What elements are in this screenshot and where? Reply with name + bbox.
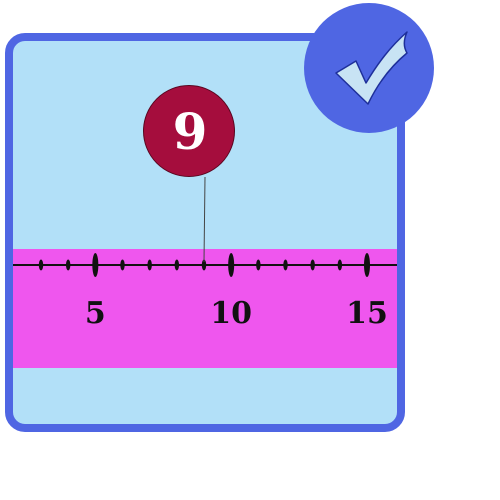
- minor-tick: [256, 259, 261, 271]
- minor-tick: [147, 259, 152, 271]
- minor-tick: [174, 259, 180, 271]
- checkmark-icon: [335, 31, 408, 105]
- minor-tick: [120, 259, 125, 271]
- number-line-ticks: [38, 253, 370, 277]
- minor-tick: [65, 259, 71, 271]
- minor-tick: [38, 259, 44, 271]
- major-tick: [364, 253, 370, 277]
- check-badge: [304, 3, 434, 133]
- major-tick: [228, 253, 235, 277]
- marker-pointer-line: [203, 176, 206, 263]
- marker-bubble[interactable]: 9: [143, 85, 235, 177]
- minor-tick: [310, 259, 315, 271]
- minor-tick: [283, 259, 288, 271]
- marker-value: 9: [172, 102, 208, 161]
- minor-tick: [201, 259, 207, 271]
- minor-tick: [337, 259, 343, 271]
- major-tick: [92, 253, 99, 277]
